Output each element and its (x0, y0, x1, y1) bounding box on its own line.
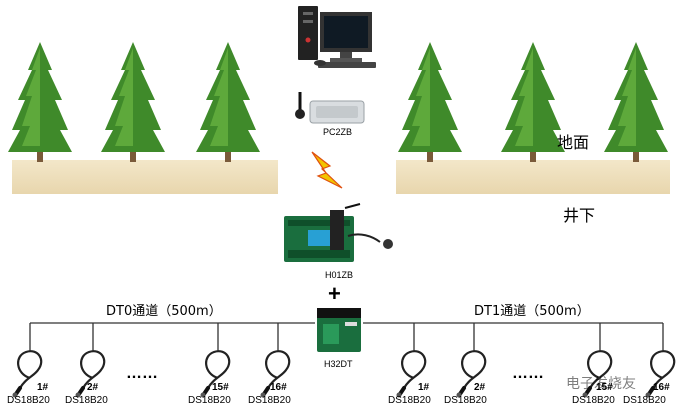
sensor-item: 2# DS18B20 (444, 349, 487, 406)
computer-icon (298, 6, 376, 68)
sensor-item: 1# DS18B20 (388, 349, 431, 406)
watermark-text: 电子发烧友 (566, 376, 636, 392)
sensor-number: 2# (474, 382, 486, 393)
sensor-item: 15# DS18B20 (188, 349, 231, 406)
sensor-number: 16# (270, 382, 287, 393)
underground-label: 井下 (563, 206, 595, 225)
tree-icon (398, 42, 462, 162)
tree-icon (196, 42, 260, 162)
h01zb-label: H01ZB (325, 270, 353, 280)
sensor-number: 15# (212, 382, 229, 393)
sensor-item: 1# DS18B20 (7, 349, 50, 406)
tree-icon (501, 42, 565, 162)
ellipsis-right: …… (512, 365, 544, 382)
sensor-model: DS18B20 (65, 395, 108, 406)
sensor-number: 15# (596, 382, 613, 393)
surface-label: 地面 (557, 133, 589, 152)
sensor-model: DS18B20 (572, 395, 615, 406)
channel-left-label: DT0通道（500m） (106, 304, 222, 319)
sensor-model: DS18B20 (623, 395, 666, 406)
sensor-model: DS18B20 (7, 395, 50, 406)
ground-left (12, 160, 278, 194)
sensor-number: 2# (87, 382, 99, 393)
pc2zb-device-icon (295, 92, 365, 124)
plus-sign: + (328, 281, 341, 306)
pc2zb-label: PC2ZB (323, 127, 352, 137)
sensor-model: DS18B20 (188, 395, 231, 406)
sensor-number: 1# (37, 382, 49, 393)
sensor-number: 16# (653, 382, 670, 393)
h01zb-device-icon (284, 203, 393, 262)
h32dt-device-icon (317, 308, 361, 352)
sensor-item: 2# DS18B20 (65, 349, 108, 406)
sensor-number: 1# (418, 382, 430, 393)
tree-icon (8, 42, 72, 162)
sensor-model: DS18B20 (248, 395, 291, 406)
sensor-item: 15# DS18B20 (572, 349, 615, 406)
channel-right-label: DT1通道（500m） (474, 304, 590, 319)
sensor-item: 16# DS18B20 (248, 349, 291, 406)
ground-right (396, 160, 670, 194)
ellipsis-left: …… (126, 365, 158, 382)
h32dt-label: H32DT (324, 359, 353, 369)
wireless-lightning-icon (311, 151, 343, 189)
tree-icon (101, 42, 165, 162)
sensor-model: DS18B20 (388, 395, 431, 406)
tree-icon (604, 42, 668, 162)
sensor-model: DS18B20 (444, 395, 487, 406)
bus-lines (29, 322, 664, 352)
sensor-item: 16# DS18B20 (623, 349, 677, 406)
